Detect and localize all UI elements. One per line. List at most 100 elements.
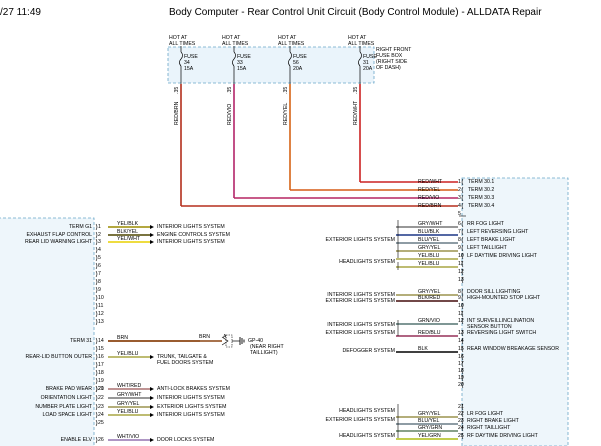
fuse-rating: 15A: [184, 66, 194, 72]
right-connector-pin-number: 23: [458, 418, 464, 424]
fuse-hot-label: ALL TIMES: [348, 41, 375, 47]
connector-pin-symbol: [95, 403, 98, 411]
connector-pin-symbol: [461, 244, 464, 252]
right-connector-wire-label: BLK: [418, 346, 428, 352]
right-side-system-label: EXTERIOR LIGHTS SYSTEM: [325, 298, 395, 304]
connector-pin-symbol: [95, 369, 98, 377]
ground-location-label: TAILLIGHT): [250, 350, 278, 356]
connector-pin-symbol: [461, 374, 464, 382]
top-connector-wire-label: RED/YEL: [418, 187, 441, 193]
left-connector-pin-number: 26: [98, 437, 104, 443]
right-connector-wire-label: BLU/BLK: [418, 229, 440, 235]
right-side-system-label: EXTERIOR LIGHTS SYSTEM: [325, 330, 395, 336]
right-connector-pin-number: 10: [458, 303, 464, 309]
connector-pin-symbol: [461, 252, 464, 260]
connector-pin-symbol: [95, 286, 98, 294]
left-connector-wire-label: WHT/VIO: [117, 434, 140, 440]
left-connector-pin-label: EXHAUST FLAP CONTROL: [26, 232, 92, 238]
connector-pin-symbol: [95, 436, 98, 444]
connector-pin-symbol: [461, 260, 464, 268]
fuse-number: 33: [237, 60, 243, 66]
ground-id-label: GP-40: [248, 338, 263, 344]
fuse-label: FUSE: [184, 54, 198, 60]
connector-pin-symbol: [461, 178, 464, 186]
right-side-system-label: HEADLIGHTS SYSTEM: [339, 408, 395, 414]
fuse-box-name-line: OF DASH): [376, 65, 401, 71]
right-connector-pin-label: REAR WINDOW BREAKAGE SENSOR: [467, 346, 559, 352]
top-connector-pin-number: 5: [458, 211, 461, 217]
right-connector-pin-number: 16: [458, 354, 464, 360]
left-connector-pin-label: ORIENTATION LIGHT: [40, 395, 92, 401]
right-connector-pin-number: 9: [458, 295, 461, 301]
connector-pin-symbol: [461, 403, 464, 411]
left-connector-pin-number: 20: [98, 386, 104, 392]
ground-connector-box: [225, 334, 233, 348]
fuse-rating: 20A: [363, 66, 373, 72]
top-connector-term-label: TERM 30.1: [468, 179, 495, 185]
connector-pin-symbol: [95, 385, 98, 393]
right-connector-wire-label: GRN/VIO: [418, 318, 440, 324]
connector-pin-symbol: [461, 228, 464, 236]
left-connector-pin-label: REAR-LID BUTTON OUTER: [25, 354, 92, 360]
fuse-symbol: [179, 51, 183, 67]
print-date-time: /27 11:49: [0, 7, 41, 18]
connector-pin-symbol: [95, 231, 98, 239]
connector-pin-symbol: [461, 317, 464, 325]
left-connector-target-system: DOOR LOCKS SYSTEM: [157, 437, 215, 443]
fuse-label: FUSE: [293, 54, 307, 60]
right-connector-pin-number: 8: [458, 237, 461, 243]
arrow-icon: [150, 387, 154, 391]
right-connector-wire-label: GRY/GRN: [418, 425, 443, 431]
top-connector-wire-label: RED/BRN: [418, 203, 442, 209]
left-connector-pin-number: 21: [98, 386, 104, 392]
left-connector-pin-number: 5: [98, 255, 101, 261]
left-connector-pin-number: 7: [98, 271, 101, 277]
fuse-hot-label: HOT AT: [348, 35, 367, 41]
right-connector-pin-number: 15: [458, 346, 464, 352]
right-connector-pin-number: 13: [458, 277, 464, 283]
connector-pin-symbol: [95, 353, 98, 361]
connector-pin-symbol: [95, 238, 98, 246]
left-connector-pin-label: TERM 31: [70, 338, 92, 344]
arrow-icon: [150, 225, 154, 229]
page-title: Body Computer - Rear Control Unit Circui…: [169, 7, 542, 18]
right-connector-wire-label: GRY/YEL: [418, 411, 441, 417]
top-connector-term-label: TERM 30.2: [468, 187, 495, 193]
right-connector-wire-label: BLU/YEL: [418, 418, 440, 424]
top-connector-wire-label: RED/WHT: [418, 179, 443, 185]
right-connector-pin-number: 12: [458, 269, 464, 275]
left-connector-target-system: INTERIOR LIGHTS SYSTEM: [157, 412, 225, 418]
left-connector-pin-number: 3: [98, 239, 101, 245]
left-connector-target-system: ENGINE CONTROLS SYSTEM: [157, 232, 230, 238]
right-connector-pin-number: 11: [458, 311, 464, 317]
connector-pin-symbol: [95, 377, 98, 385]
connector-pin-symbol: [95, 270, 98, 278]
connector-pin-symbol: [95, 337, 98, 345]
connector-pin-symbol: [95, 361, 98, 369]
top-connector-pin-number: 1: [458, 179, 461, 185]
connector-pin-symbol: [95, 318, 98, 326]
left-connector-target-system: TRUNK, TAILGATE &: [157, 354, 207, 360]
left-connector-pin-number: 22: [98, 395, 104, 401]
fuse-wire-size-label: .35: [174, 86, 180, 94]
connector-pin-symbol: [461, 424, 464, 432]
left-connector-pin-number: 18: [98, 370, 104, 376]
top-connector-pin-number: 2: [458, 187, 461, 193]
connector-pin-symbol: [461, 329, 464, 337]
connector-pin-symbol: [461, 288, 464, 296]
left-connector-target-system: ANTI-LOCK BRAKES SYSTEM: [157, 386, 230, 392]
right-connector-wire-label: GRY/WHT: [418, 221, 443, 227]
left-connector-target-system: EXTERIOR LIGHTS SYSTEM: [157, 404, 227, 410]
right-connector-pin-number: 7: [458, 229, 461, 235]
connector-pin-symbol: [461, 302, 464, 310]
top-connector-term-label: TERM 30.3: [468, 195, 495, 201]
right-connector-wire-label: YEL/BLU: [418, 261, 440, 267]
fuse-hot-label: ALL TIMES: [278, 41, 305, 47]
arrow-icon: [150, 240, 154, 244]
left-connector-wire-label: BRN: [117, 335, 128, 341]
right-connector-pin-label: LF DAYTIME DRIVING LIGHT: [467, 253, 537, 259]
right-connector-wire-label: GRY/YEL: [418, 245, 441, 251]
left-connector-target-system: INTERIOR LIGHTS SYSTEM: [157, 395, 225, 401]
right-connector-pin-label: RR FOG LIGHT: [467, 221, 504, 227]
right-connector-wire-label: RED/BLU: [418, 330, 441, 336]
